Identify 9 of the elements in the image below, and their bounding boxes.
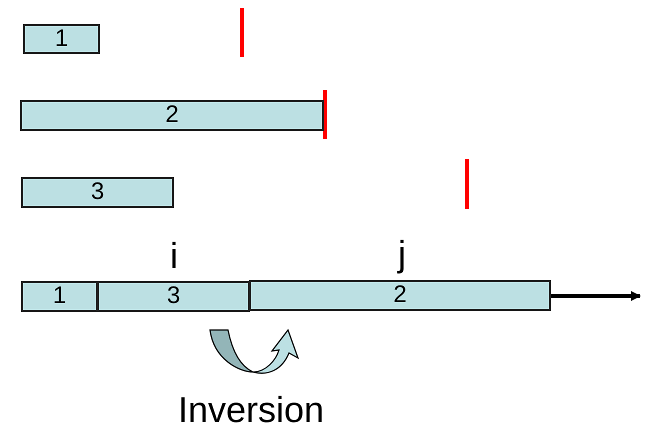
segment-bar: 1 <box>21 281 98 312</box>
breakpoint-label: i <box>170 238 178 274</box>
breakpoint-label: j <box>398 236 406 272</box>
segment-bar: 2 <box>20 100 324 131</box>
segment-bar: 1 <box>23 24 100 54</box>
caption-label: Inversion <box>178 392 324 428</box>
segment-bar: 2 <box>249 280 551 311</box>
segment-bar: 3 <box>21 177 174 208</box>
segment-bar: 3 <box>97 281 250 312</box>
